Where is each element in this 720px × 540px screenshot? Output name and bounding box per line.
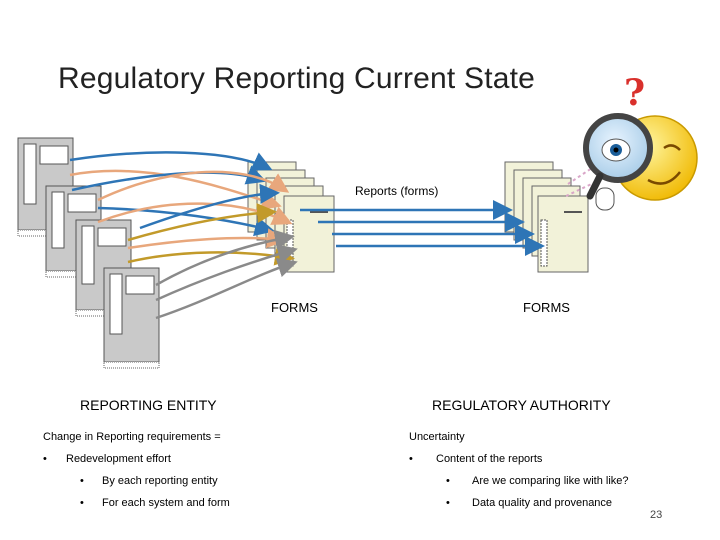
regulatory-authority-intro: Uncertainty [409, 431, 465, 443]
arrows-entity-to-forms [69, 151, 298, 320]
sub-bullet-text: By each reporting entity [102, 475, 218, 487]
forms-label-right: FORMS [523, 300, 570, 315]
reporting-entity-bullet: •Redevelopment effort [43, 453, 171, 465]
regulatory-authority-bullet: •Content of the reports [409, 453, 543, 465]
reporting-entity-sub-bullet: •By each reporting entity [80, 475, 218, 487]
page-number: 23 [650, 509, 663, 521]
page-title: Regulatory Reporting Current State [58, 62, 536, 95]
reporting-entity-intro: Change in Reporting requirements = [43, 431, 221, 443]
sub-bullet-text: For each system and form [102, 497, 230, 509]
sub-bullet-text: Are we comparing like with like? [472, 475, 629, 487]
document-stack-icon [504, 161, 589, 273]
regulatory-authority-sub-bullet: •Are we comparing like with like? [446, 475, 629, 487]
server-icon [103, 267, 160, 369]
reports-label: Reports (forms) [355, 184, 439, 198]
sub-bullet-text: Data quality and provenance [472, 497, 613, 509]
arrows-forms-to-authority [300, 200, 545, 256]
forms-label-left: FORMS [271, 300, 318, 315]
bullet-text: Content of the reports [436, 453, 543, 465]
question-mark: ? [624, 72, 646, 114]
reporting-entity-heading: REPORTING ENTITY [80, 397, 217, 413]
bullet-text: Redevelopment effort [66, 453, 171, 465]
reporting-entity-sub-bullet: •For each system and form [80, 497, 230, 509]
regulatory-authority-heading: REGULATORY AUTHORITY [432, 397, 611, 413]
magnifying-glass-icon [583, 113, 698, 211]
regulatory-authority-sub-bullet: •Data quality and provenance [446, 497, 613, 509]
